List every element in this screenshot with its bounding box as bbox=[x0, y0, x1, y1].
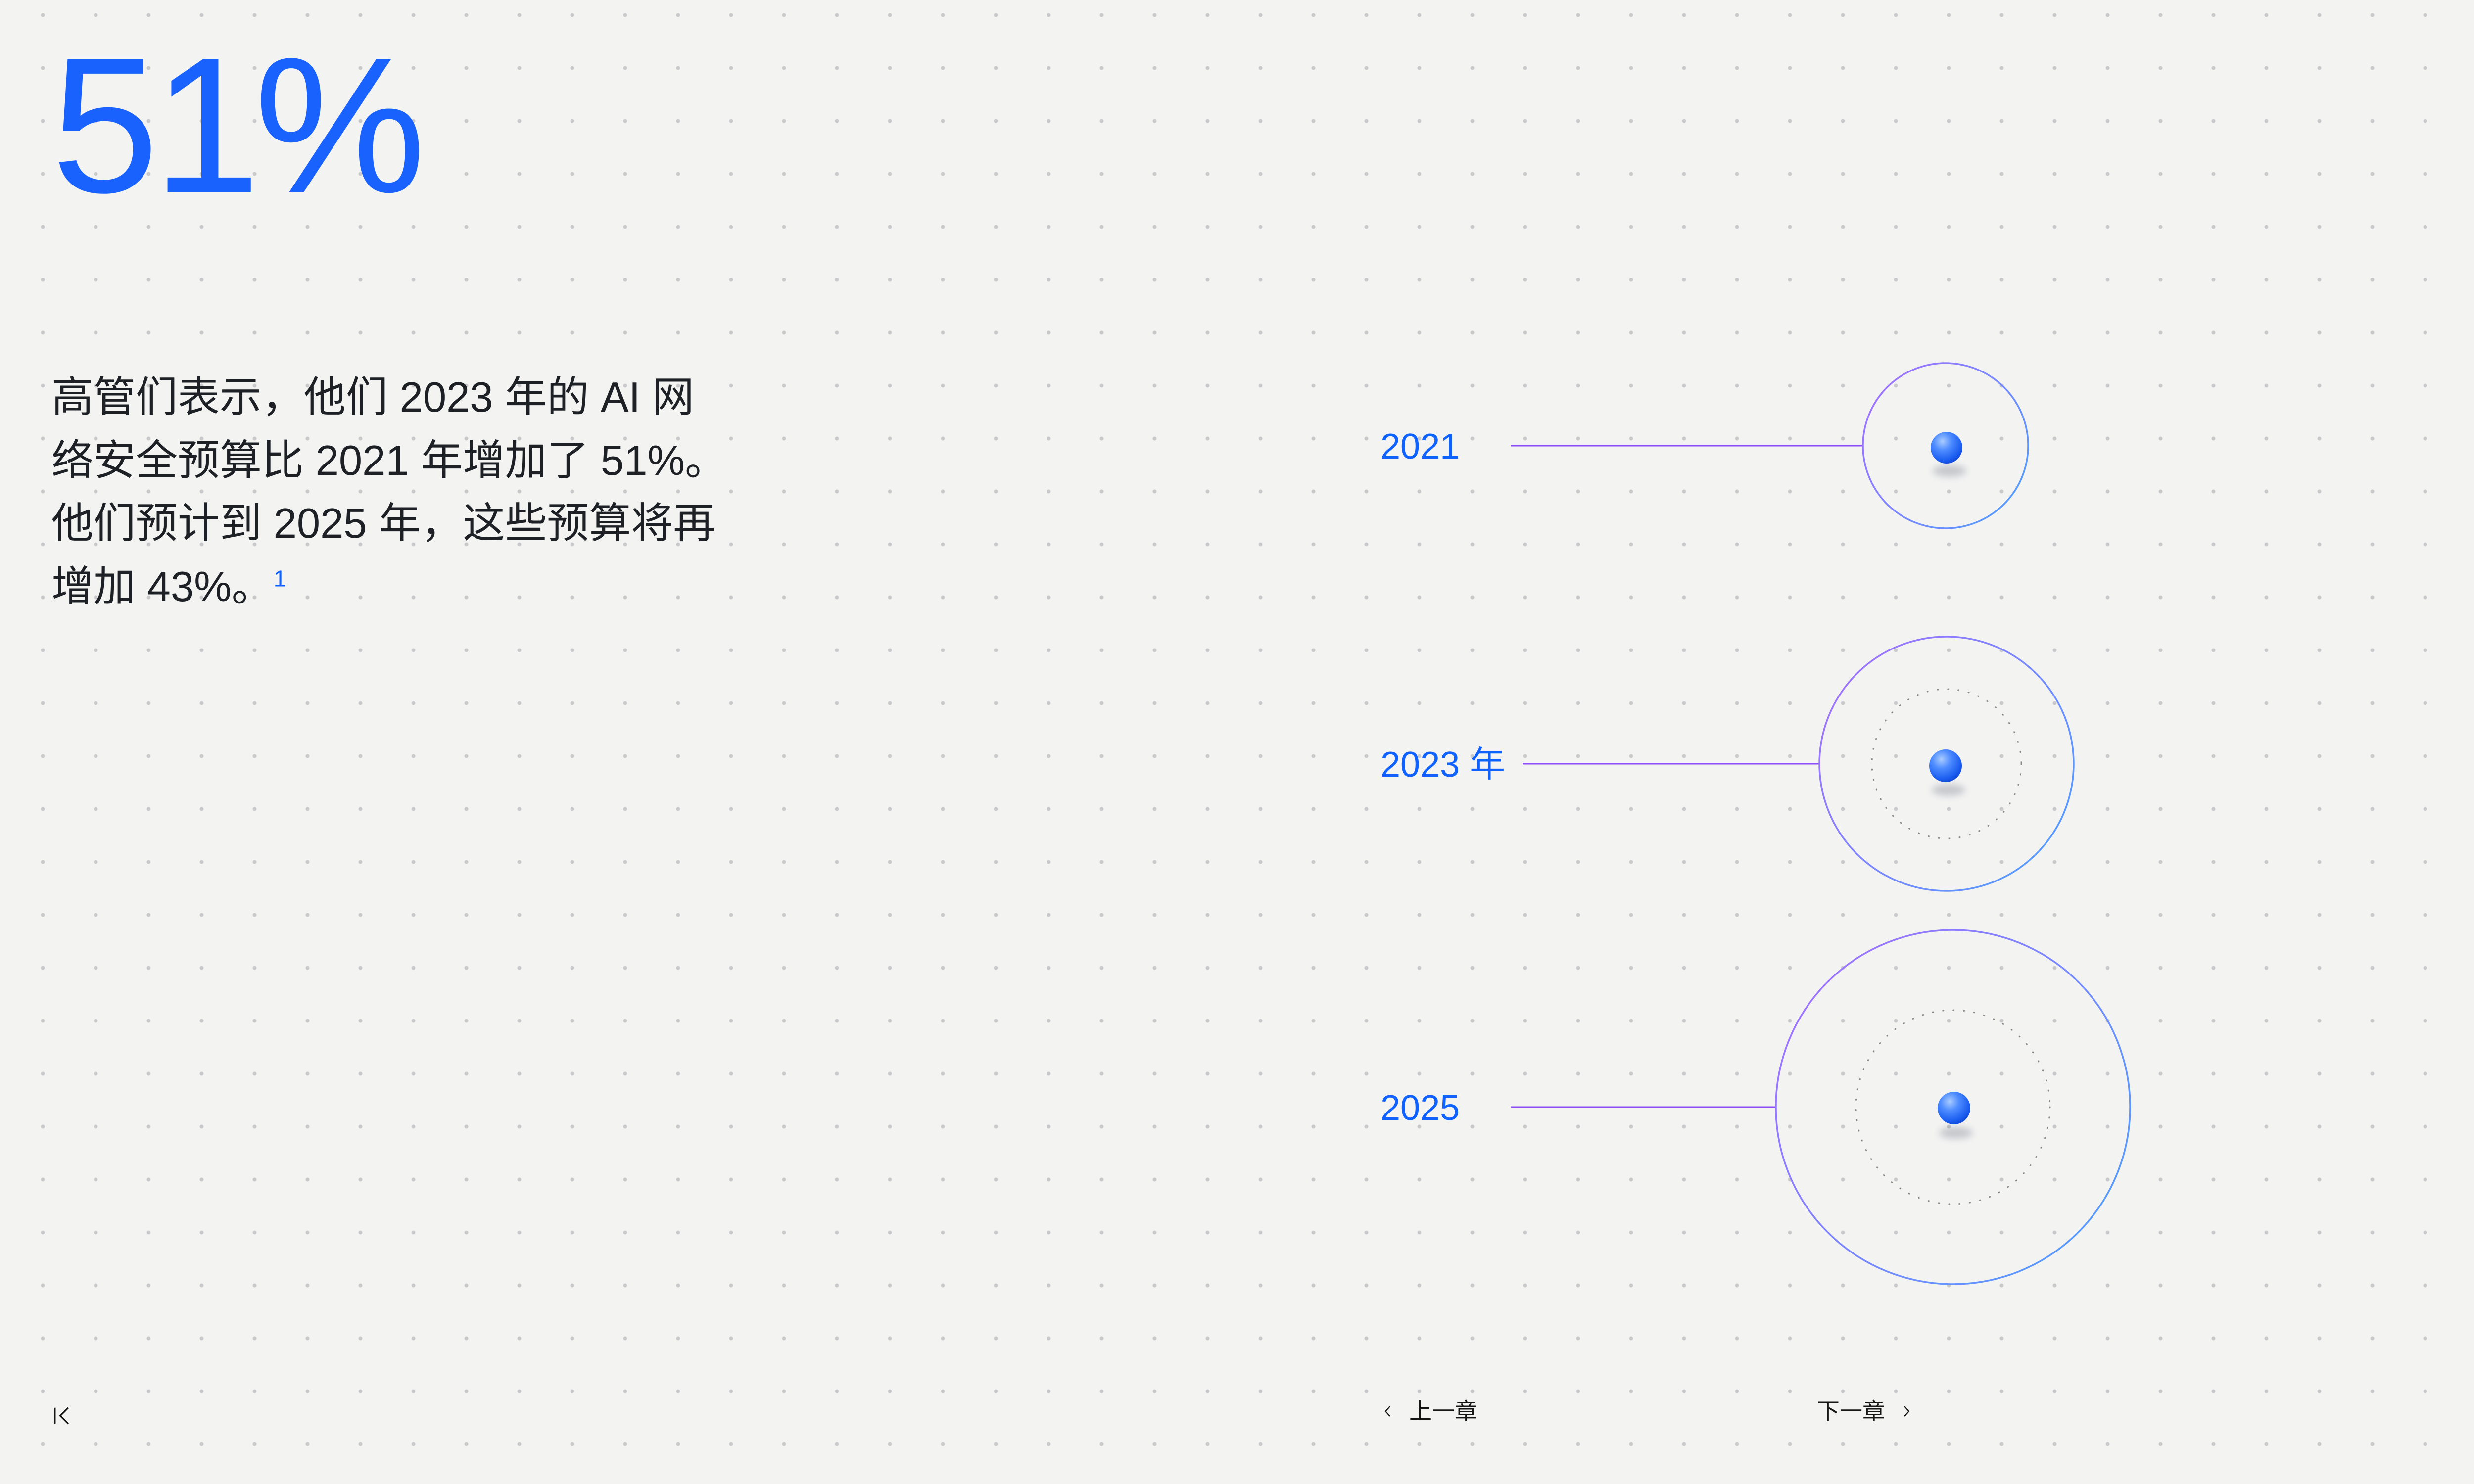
bubble-label-2023: 2023 年 bbox=[1380, 745, 1505, 785]
bubble-ring-2025 bbox=[1775, 929, 2131, 1285]
body-text-main: 高管们表示，他们 2023 年的 AI 网 络安全预算比 2021 年增加了 5… bbox=[51, 374, 727, 610]
sphere-shadow-2025 bbox=[1939, 1127, 1973, 1139]
footnote-marker[interactable]: 1 bbox=[273, 565, 286, 592]
headline-stat: 51% bbox=[51, 17, 426, 233]
sphere-shadow-2021 bbox=[1933, 465, 1966, 477]
sphere-2023 bbox=[1929, 749, 1962, 782]
next-chapter-label: 下一章 bbox=[1817, 1398, 1885, 1424]
chevron-left-icon bbox=[1384, 1406, 1390, 1417]
next-chapter-button[interactable]: 下一章 bbox=[1817, 1400, 1915, 1423]
skip-to-start-button[interactable] bbox=[49, 1403, 75, 1429]
bubble-group-2021: 2021 bbox=[1380, 362, 2029, 529]
sphere-2021 bbox=[1931, 432, 1962, 464]
bubble-label-2021: 2021 bbox=[1380, 427, 1460, 466]
sphere-shadow-2023 bbox=[1932, 784, 1965, 796]
prev-chapter-button[interactable]: 上一章 bbox=[1380, 1400, 1477, 1423]
chevron-right-icon bbox=[1904, 1406, 1910, 1417]
body-text: 高管们表示，他们 2023 年的 AI 网 络安全预算比 2021 年增加了 5… bbox=[51, 366, 727, 618]
bubble-group-2023: 2023 年 bbox=[1380, 636, 2075, 892]
skip-to-start-icon bbox=[54, 1407, 69, 1425]
inner-dotted-ring-2025 bbox=[1855, 1009, 2051, 1205]
sphere-2025 bbox=[1938, 1092, 1970, 1124]
bubble-group-2025: 2025 bbox=[1380, 929, 2131, 1285]
bubble-ring-2023 bbox=[1818, 636, 2075, 892]
inner-dotted-ring-2023 bbox=[1871, 688, 2022, 839]
prev-chapter-label: 上一章 bbox=[1409, 1398, 1477, 1424]
bubble-ring-2021 bbox=[1862, 362, 2029, 529]
bubble-label-2025: 2025 bbox=[1380, 1088, 1460, 1128]
